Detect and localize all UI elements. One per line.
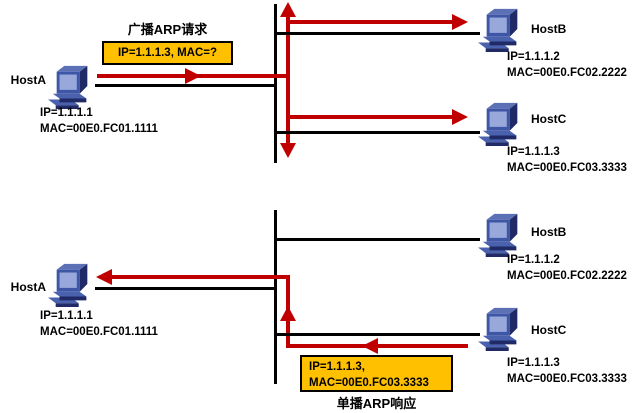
bottom-hostc-label: HostC [531,323,567,337]
top-hostc-label: HostC [531,112,567,126]
bottom-hosta-computer-icon [48,263,88,308]
bottom-hostc-ip: IP=1.1.1.3 [507,357,560,369]
top-hostb-address: IP=1.1.1.2 MAC=00E0.FC02.2222 [507,50,627,81]
top-hostb-label: HostB [531,22,567,36]
top-hosta-ip: IP=1.1.1.1 [40,107,93,119]
top-hostb-arrowhead-icon [452,14,468,30]
bottom-hosta-label: HostA [10,280,46,294]
unicast-callout-line2: MAC=00E0.FC03.3333 [309,377,429,389]
top-hosta-link-line [95,84,275,87]
unicast-hostc-segment-red-line [288,344,468,348]
bottom-hostb-link-line [275,238,480,241]
bottom-hosta-address: IP=1.1.1.1 MAC=00E0.FC01.1111 [40,309,158,340]
unicast-arrowhead-up-icon [280,306,296,321]
top-hostc-mac: MAC=00E0.FC03.3333 [507,161,627,174]
unicast-hosta-segment-red-line [112,275,290,279]
top-hostc-computer-icon [478,102,518,147]
top-hostb-mac: MAC=00E0.FC02.2222 [507,66,627,79]
top-hosta-computer-icon [48,65,88,110]
bottom-hostb-ip: IP=1.1.1.2 [507,254,560,266]
bottom-hostb-label: HostB [531,225,567,239]
unicast-callout-line1: IP=1.1.1.3, [309,361,365,373]
top-hostc-address: IP=1.1.1.3 MAC=00E0.FC03.3333 [507,145,627,176]
bottom-hostb-mac: MAC=00E0.FC02.2222 [507,269,627,282]
top-hosta-address: IP=1.1.1.1 MAC=00E0.FC01.1111 [40,106,158,137]
top-hostb-ip: IP=1.1.1.2 [507,51,560,63]
top-hosta-label: HostA [10,73,46,87]
bottom-hostb-computer-icon [478,213,518,258]
bottom-hostc-mac: MAC=00E0.FC03.3333 [507,372,627,385]
top-ethernet-bus-line [274,4,277,163]
top-hostb-link-line [275,32,480,35]
unicast-title: 单播ARP响应 [336,396,417,411]
broadcast-title: 广播ARP请求 [127,22,208,37]
top-broadcast-bus-red-line [286,14,290,146]
broadcast-callout-text: IP=1.1.1.3, MAC=? [117,47,218,59]
top-hostb-broadcast-red-line [288,20,453,24]
top-hostc-broadcast-red-line [288,115,453,119]
bottom-hosta-mac: MAC=00E0.FC01.1111 [40,325,158,338]
bottom-ethernet-bus-line [274,210,277,384]
top-hosta-mac: MAC=00E0.FC01.1111 [40,122,158,135]
top-hosta-request-arrowhead-icon [185,68,201,84]
unicast-hosta-arrowhead-icon [96,269,112,285]
top-hostb-computer-icon [478,8,518,53]
bottom-hosta-ip: IP=1.1.1.1 [40,310,93,322]
top-hostc-arrowhead-icon [452,109,468,125]
broadcast-callout: IP=1.1.1.3, MAC=? [102,41,233,65]
broadcast-arrowhead-down-icon [280,143,296,158]
top-hostc-ip: IP=1.1.1.3 [507,146,560,158]
bottom-hostc-link-line [275,333,480,336]
unicast-callout: IP=1.1.1.3, MAC=00E0.FC03.3333 [300,355,453,392]
bottom-hostc-computer-icon [478,307,518,352]
bottom-hostc-address: IP=1.1.1.3 MAC=00E0.FC03.3333 [507,356,627,387]
bottom-hostb-address: IP=1.1.1.2 MAC=00E0.FC02.2222 [507,253,627,284]
bottom-hosta-link-line [95,287,275,290]
broadcast-arrowhead-up-icon [280,2,296,17]
top-hostc-link-line [275,131,480,134]
unicast-mid-arrowhead-left-icon [362,338,378,354]
